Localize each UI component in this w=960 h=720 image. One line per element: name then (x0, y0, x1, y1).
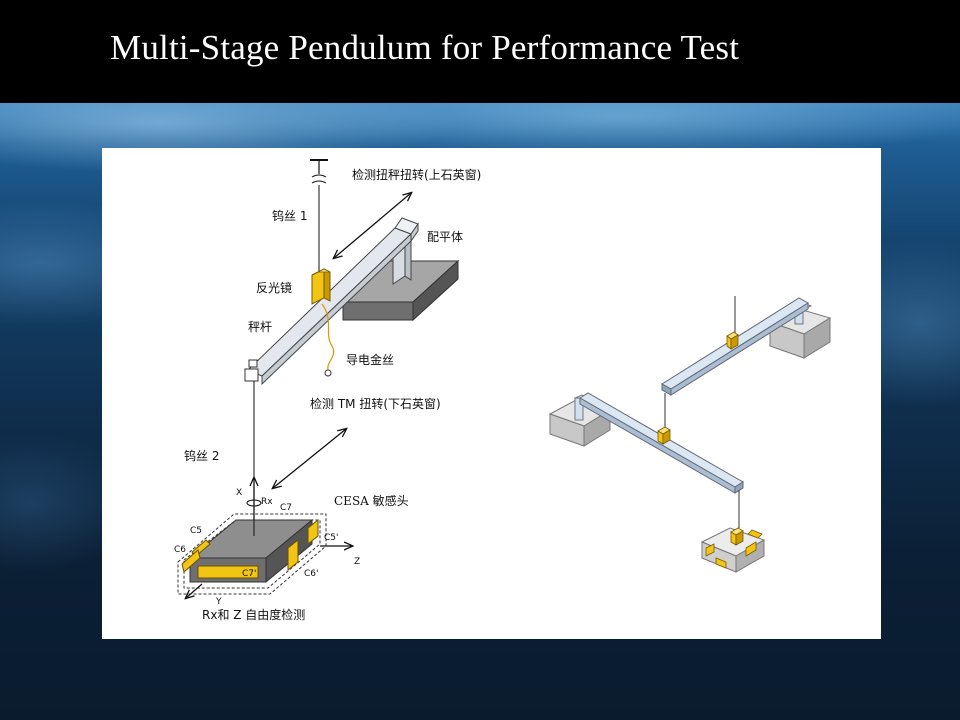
label-tungsten-1: 钨丝 1 (272, 208, 307, 223)
middle-gold-block (657, 426, 671, 445)
wire-terminal (324, 369, 332, 377)
label-electrode-c7: C7 (280, 503, 292, 513)
label-torsion-tm: 检测 TM 扭转(下石英窗) (310, 396, 441, 411)
label-mirror: 反光镜 (256, 280, 292, 295)
label-electrode-c5-prime: C5' (324, 533, 338, 543)
hook-joint (244, 359, 259, 382)
diagram-panel: 检测扭秤扭转(上石英窗) 钨丝 1 配平体 反光镜 秤杆 导电金丝 检测 TM … (102, 148, 881, 639)
title-bar: Multi-Stage Pendulum for Performance Tes… (0, 0, 960, 103)
lower-torsion-arrow (273, 429, 346, 488)
conductive-wire (321, 303, 335, 371)
electrode-c6-prime (287, 538, 299, 572)
label-tungsten-2: 钨丝 2 (184, 448, 219, 463)
label-electrode-c6-prime: C6' (304, 569, 318, 579)
right-3d-pendulum (548, 296, 832, 573)
electrode-c7-prime (197, 565, 259, 579)
upper-torsion-arrow (334, 193, 411, 258)
pendulum-diagram-svg: 检测扭秤扭转(上石英窗) 钨丝 1 配平体 反光镜 秤杆 导电金丝 检测 TM … (174, 159, 832, 622)
electrode-c5-prime (307, 518, 319, 546)
label-counterweight: 配平体 (427, 230, 463, 244)
suspension-top (310, 159, 328, 273)
electrode-c6 (181, 549, 201, 573)
label-electrode-c7-prime: C7' (242, 569, 256, 579)
left-schematic: 检测扭秤扭转(上石英窗) 钨丝 1 配平体 反光镜 秤杆 导电金丝 检测 TM … (174, 159, 481, 622)
label-dof: Rx和 Z 自由度检测 (202, 607, 305, 622)
slide-title: Multi-Stage Pendulum for Performance Tes… (110, 28, 740, 67)
upper-gold-block (726, 331, 739, 350)
cesa-sensor (177, 496, 352, 598)
rx-rotation-icon (246, 499, 262, 507)
label-cesa: CESA 敏感头 (334, 493, 409, 508)
label-electrode-c5: C5 (190, 526, 202, 536)
mirror-block (311, 268, 331, 305)
label-axis-z: Z (354, 557, 360, 567)
label-axis-x: X (236, 488, 242, 498)
label-electrode-c6: C6 (174, 545, 186, 555)
label-torsion-upper: 检测扭秤扭转(上石英窗) (352, 167, 481, 182)
y-axis-arrow (186, 583, 203, 598)
label-axis-y: Y (215, 597, 222, 607)
label-conductive-wire: 导电金丝 (346, 352, 394, 367)
label-rx: Rx (261, 497, 273, 507)
label-beam: 秤杆 (248, 320, 272, 334)
test-mass-housing (700, 527, 766, 573)
